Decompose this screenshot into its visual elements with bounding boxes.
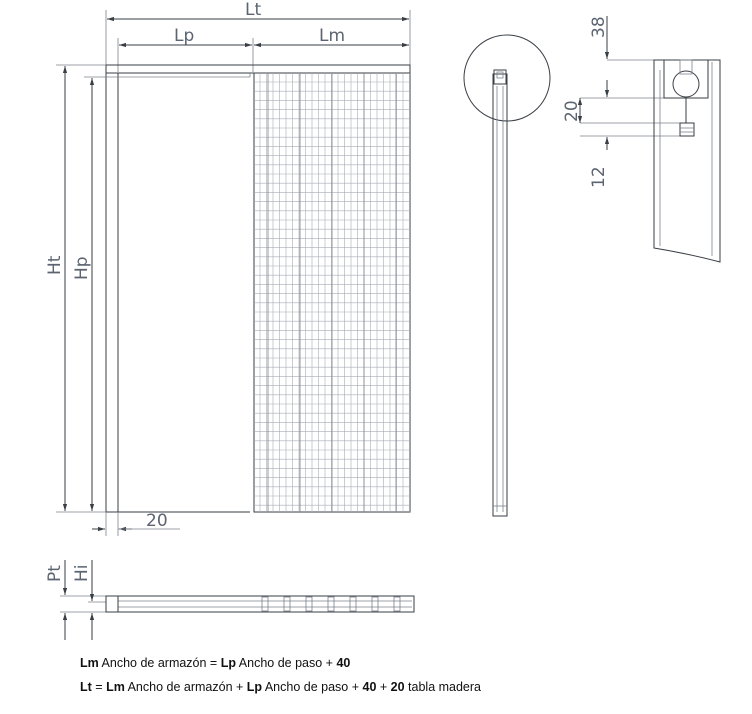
caption2-text2: Ancho de paso + — [262, 680, 363, 694]
caption1-lm: Lm — [80, 656, 99, 670]
caption2-text4: tabla madera — [404, 680, 481, 694]
caption1-40: 40 — [336, 656, 351, 670]
pocket-frame-mesh — [253, 72, 411, 513]
dim-20-bottom-label: 20 — [146, 511, 168, 531]
front-elevation: Lt Lp Lm Ht Hp 20 — [45, 0, 411, 536]
caption2-lp: Lp — [246, 680, 263, 694]
dim-pt-label: Pt — [45, 565, 65, 582]
dim-20-detail-label: 20 — [562, 100, 582, 122]
plan-section: Pt Hi — [45, 560, 415, 640]
dim-12-label: 12 — [589, 166, 609, 188]
dim-38-label: 38 — [589, 16, 609, 38]
caption2-text1: Ancho de armazón + — [124, 680, 247, 694]
caption-line-1: Lm Ancho de armazón = Lp Ancho de paso +… — [80, 656, 350, 670]
caption2-text3: + — [376, 680, 391, 694]
dim-hi-label: Hi — [72, 564, 92, 582]
detail-view: 38 20 12 — [562, 16, 721, 263]
dim-lt-label: Lt — [245, 0, 261, 20]
dim-ht-label: Ht — [45, 255, 65, 275]
caption1-lp: Lp — [220, 656, 236, 670]
caption2-lm: Lm — [106, 680, 125, 694]
dim-lm-label: Lm — [319, 26, 345, 46]
caption2-lt: Lt — [80, 680, 92, 694]
plan-section-studs — [261, 596, 401, 612]
caption1-text1: Ancho de armazón = — [98, 656, 221, 670]
caption1-text2: Ancho de paso + — [236, 656, 337, 670]
dim-hp-label: Hp — [72, 256, 92, 280]
dim-lp-label: Lp — [174, 26, 194, 46]
side-section — [463, 34, 551, 517]
caption2-40: 40 — [362, 680, 377, 694]
caption2-20: 20 — [390, 680, 405, 694]
caption2-text0: = — [91, 680, 107, 694]
caption-line-2: Lt = Lm Ancho de armazón + Lp Ancho de p… — [80, 680, 481, 694]
